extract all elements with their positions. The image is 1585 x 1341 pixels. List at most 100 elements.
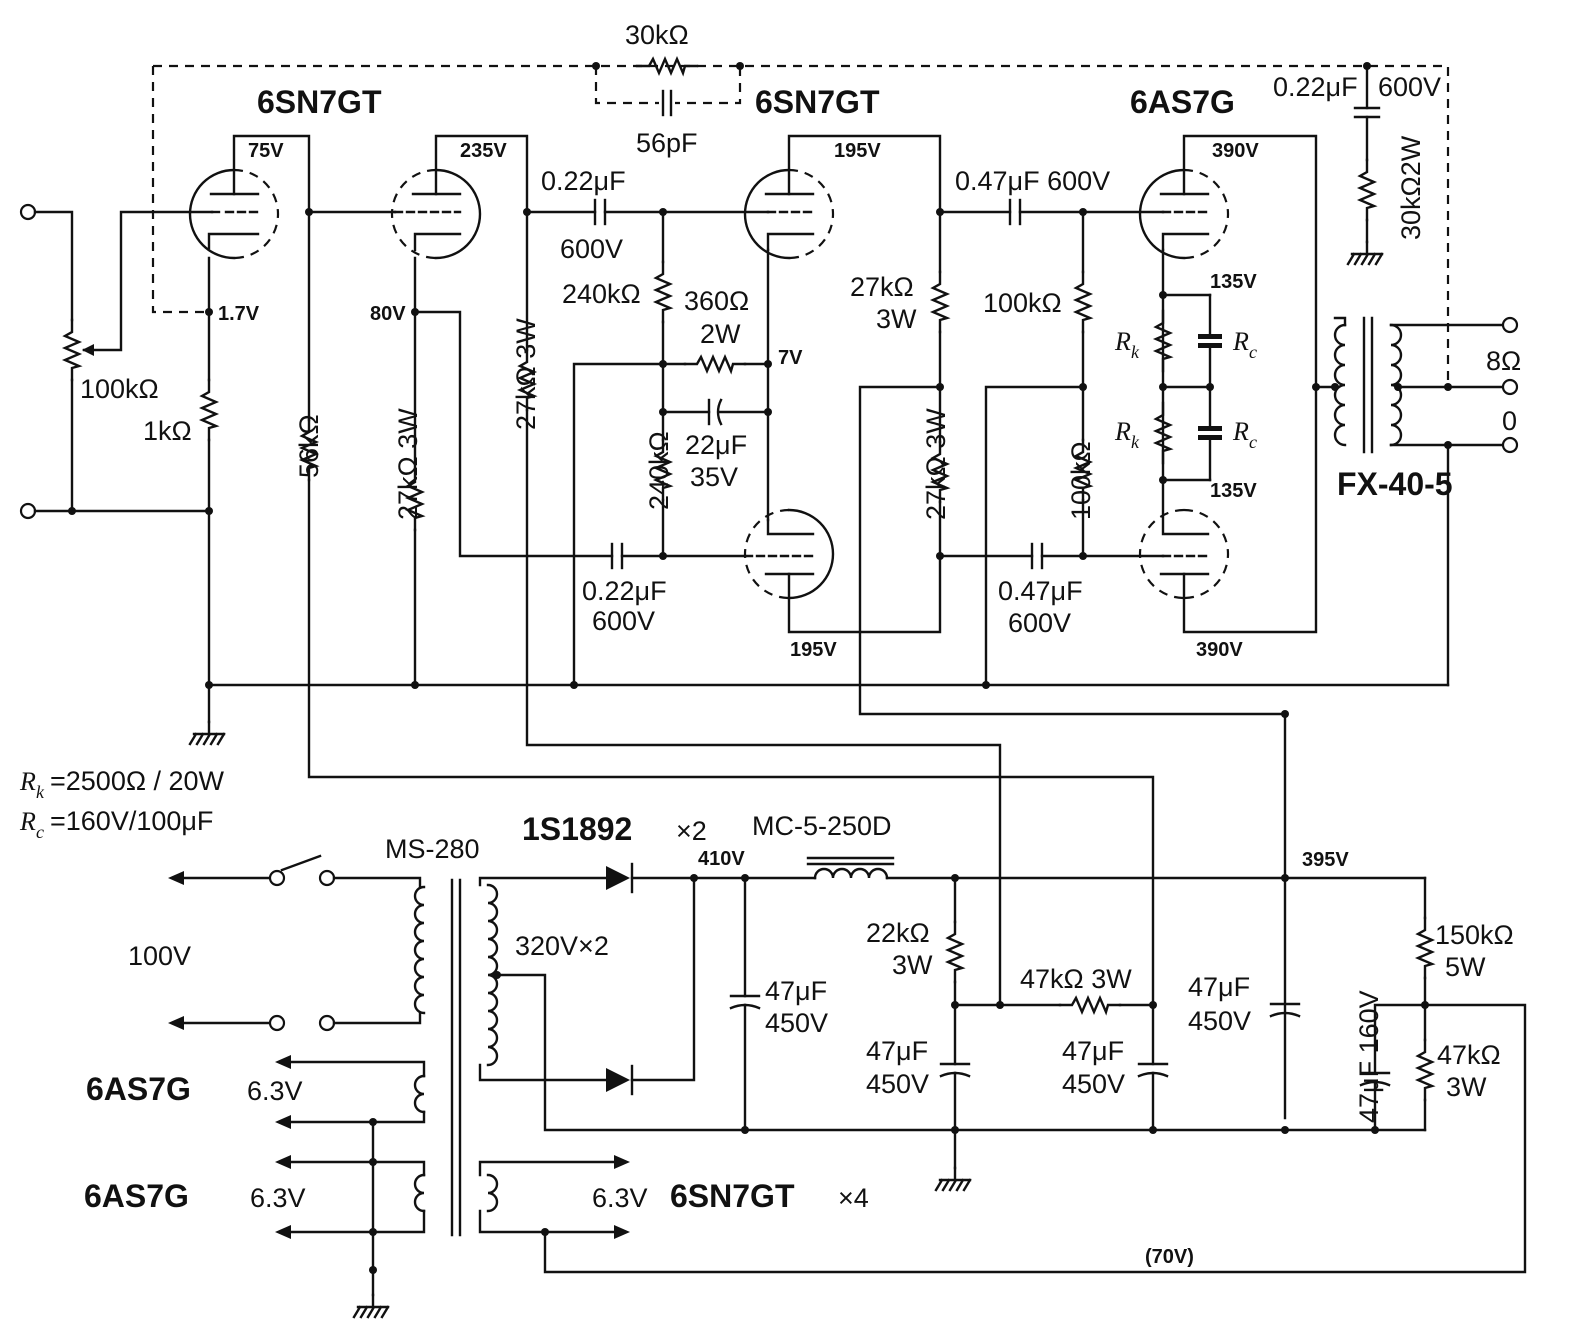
diode-qty: ×2: [676, 816, 707, 846]
c-22u-voltage: 35V: [690, 462, 738, 492]
volume-label: 100kΩ: [80, 374, 159, 404]
svg-text:R: R: [1114, 327, 1131, 356]
power-transformer: MS-280 320V×2: [385, 834, 1427, 1237]
tap-8-label: 8Ω: [1486, 346, 1521, 376]
feedback-loop: [151, 64, 1450, 383]
rk-rc-labels: R k R c R k R c: [1114, 327, 1257, 452]
coupling-cap-b: 0.22μF 600V: [582, 542, 747, 636]
r-100k-b-label: 100kΩ: [1066, 441, 1096, 520]
output-bottom-cathode-voltage: 135V: [1210, 480, 1257, 502]
svg-text:R: R: [1114, 417, 1131, 446]
power-transformer-label: MS-280: [385, 834, 480, 864]
heater3-tube: 6SN7GT: [670, 1178, 795, 1214]
r-150k-label: 150kΩ: [1435, 920, 1514, 950]
r-360-watt: 2W: [700, 319, 741, 349]
r-240k-a-label: 240kΩ: [562, 279, 641, 309]
mains-input: 100V: [128, 854, 422, 1032]
driver-top-plate-voltage: 195V: [834, 140, 881, 162]
output-b-plus: [1281, 710, 1289, 1120]
driver-bias-network: 240kΩ 360Ω 2W 7V 22μF 35V 240kΩ: [562, 210, 803, 687]
c-47-a-voltage: 450V: [765, 1008, 828, 1038]
output-top-cathode-voltage: 135V: [1210, 271, 1257, 293]
v2-cathode-voltage: 80V: [370, 303, 406, 325]
b-plus-voltage: 395V: [1302, 849, 1349, 871]
heater-windings: 6AS7G 6.3V 6AS7G 6.3V 6.3V 6SN7GT ×4 (70…: [84, 1003, 1527, 1319]
r-27k-d-label: 27kΩ 3W: [921, 408, 951, 520]
svg-text:c: c: [1249, 342, 1257, 362]
zobel-cap-rating: 600V: [1378, 72, 1441, 102]
tube-label-input: 6SN7GT: [257, 84, 382, 120]
c-47-c-label: 47μF: [1062, 1036, 1124, 1066]
c-047-b-label: 0.47μF: [998, 576, 1083, 606]
nfb-resistor-label: 30kΩ: [625, 20, 689, 50]
filter-cap-main: 395V 47μF 450V: [1188, 849, 1349, 1134]
heater-bias-divider: 150kΩ 5W 47μF 160V 47kΩ 3W: [1354, 876, 1514, 1134]
decoupling-stage-2: 47kΩ 3W 47μF 450V: [953, 964, 1169, 1134]
v2-plate-voltage: 235V: [460, 140, 507, 162]
r-27k-b-label: 27kΩ 3W: [393, 408, 423, 520]
c-022-b-voltage: 600V: [592, 606, 655, 636]
c-47-a-label: 47μF: [765, 976, 827, 1006]
coupling-cap-d: 0.47μF 600V: [938, 542, 1165, 638]
heater2-tube: 6AS7G: [84, 1178, 189, 1214]
output-transformer: 8Ω 0 FX-40-5: [1312, 316, 1521, 687]
rectifier-voltage: 410V: [698, 848, 745, 870]
v1-cathode-voltage: 1.7V: [218, 303, 260, 325]
svg-text:k: k: [1131, 432, 1140, 452]
choke-label: MC-5-250D: [752, 811, 892, 841]
c-47-b-voltage: 450V: [866, 1069, 929, 1099]
svg-text:R: R: [19, 767, 36, 796]
r-47k-label: 47kΩ: [1437, 1040, 1501, 1070]
secondary-label: 320V×2: [515, 931, 609, 961]
nfb-network: 30kΩ 56pF: [592, 20, 744, 158]
r-22k-watt: 3W: [892, 950, 933, 980]
c-47-e-label: 47μF 160V: [1354, 990, 1384, 1123]
c-022-b-label: 0.22μF: [582, 576, 667, 606]
driver-cathode-voltage: 7V: [778, 347, 803, 369]
zobel-network: 0.22μF 600V 30kΩ2W: [1273, 62, 1441, 266]
note-rc: =160V/100μF: [50, 806, 213, 836]
v2-plate-load: 27kΩ 3W: [511, 208, 1002, 1007]
diode-label: 1S1892: [522, 811, 632, 847]
c-47-d-voltage: 450V: [1188, 1006, 1251, 1036]
r-47k-watt: 3W: [1446, 1072, 1487, 1102]
rectifier-diodes: 1S1892 ×2 410V: [522, 811, 749, 1096]
c-022-a-voltage: 600V: [560, 234, 623, 264]
r-240k-b-label: 240kΩ: [644, 431, 674, 510]
zobel-res-label: 30kΩ2W: [1396, 135, 1426, 240]
coupling-cap-c: 0.47μF 600V: [938, 166, 1165, 226]
heater2-voltage: 6.3V: [250, 1183, 306, 1213]
output-grid-resistors: 100kΩ 100kΩ: [983, 210, 1096, 687]
r-150k-watt: 5W: [1445, 952, 1486, 982]
driver-bottom-plate-voltage: 195V: [790, 639, 837, 661]
heater1-tube: 6AS7G: [86, 1071, 191, 1107]
svg-text:R: R: [1232, 417, 1249, 446]
r-27k-a-label: 27kΩ 3W: [511, 318, 541, 430]
tap-0-label: 0: [1502, 406, 1517, 436]
choke: MC-5-250D: [743, 811, 1427, 880]
zobel-cap-label: 0.22μF: [1273, 72, 1358, 102]
output-bottom-plate-voltage: 390V: [1196, 639, 1243, 661]
coupling-cap-a: 0.22μF 600V: [525, 166, 770, 264]
tube-label-driver: 6SN7GT: [755, 84, 880, 120]
r-56k-label: 56kΩ: [294, 414, 324, 478]
v1-plate-load: 56kΩ: [294, 208, 1155, 1007]
rk-rc-notes: R k =2500Ω / 20W R c =160V/100μF: [19, 766, 225, 842]
c-047-b-voltage: 600V: [1008, 608, 1071, 638]
v1-plate-voltage: 75V: [248, 140, 284, 162]
tube-driver-bottom: 195V: [743, 508, 942, 661]
c-47-b-label: 47μF: [866, 1036, 928, 1066]
tube-v2: 235V 80V 27kΩ 3W: [370, 134, 614, 687]
output-transformer-label: FX-40-5: [1337, 466, 1453, 502]
c-47-c-voltage: 450V: [1062, 1069, 1125, 1099]
r-100k-a-label: 100kΩ: [983, 288, 1062, 318]
nfb-capacitor-label: 56pF: [636, 128, 698, 158]
driver-plate-loads: 27kΩ 3W 27kΩ 3W: [850, 208, 1287, 716]
c-22u-label: 22μF: [685, 430, 747, 460]
svg-text:k: k: [1131, 342, 1140, 362]
svg-text:R: R: [1232, 327, 1249, 356]
c-022-a-label: 0.22μF: [541, 166, 626, 196]
decoupling-stage-1: 22kΩ 3W 47μF 450V: [866, 874, 972, 1192]
rc-capacitors: [1198, 293, 1222, 482]
